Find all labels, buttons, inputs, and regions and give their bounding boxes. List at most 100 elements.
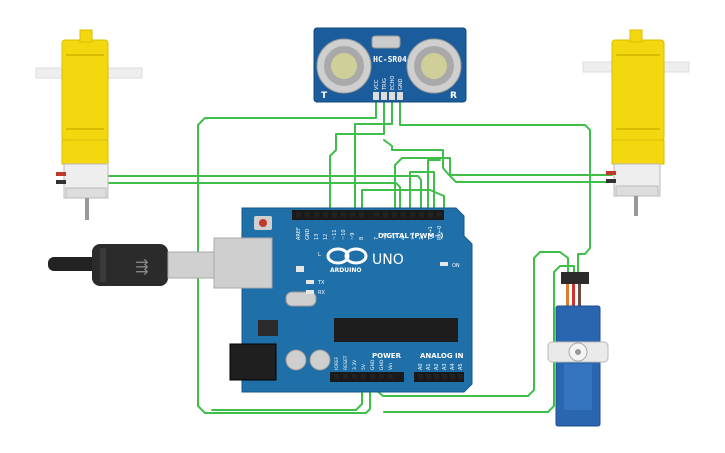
arduino-logo-right-loop: [344, 247, 368, 265]
usb-plug-grip: [100, 248, 106, 282]
power-pin-gnd-1[interactable]: [370, 374, 375, 379]
board-model-label: UNO: [372, 252, 404, 268]
power-pin-gnd-2[interactable]: [379, 374, 384, 379]
wire-sensor-gnd[interactable]: [399, 99, 591, 273]
analog-header-pins: [418, 374, 463, 379]
digital-label-0: RX←0: [437, 226, 443, 240]
power-pin-reset[interactable]: [343, 374, 348, 379]
ultrasonic-sensor[interactable]: HC-SR04 T R VCC TRIG ECHO GND: [313, 27, 467, 103]
sensor-crystal: [371, 35, 401, 49]
digital-pin-1[interactable]: [428, 212, 433, 217]
digital-label-1: TX→1: [428, 226, 434, 241]
analog-label-a1: A1: [426, 363, 432, 370]
power-label-ioref: IOREF: [334, 356, 340, 370]
power-label-3v3: 3.3V: [352, 359, 358, 370]
motor-right-rib-2: [616, 128, 660, 130]
sensor-left-mark: T: [321, 91, 328, 101]
digital-pin-0[interactable]: [437, 212, 442, 217]
motor-right-collar: [611, 139, 665, 165]
digital-label-aref: AREF: [296, 227, 302, 240]
wire-servo-signal[interactable]: [375, 251, 569, 397]
sensor-pin-echo[interactable]: [389, 92, 395, 100]
wire-motor-left-a[interactable]: [107, 175, 422, 215]
digital-label-4: 4: [401, 237, 407, 240]
analog-pin-a2[interactable]: [434, 374, 439, 379]
wire-motor-left-b[interactable]: [107, 182, 401, 215]
analog-pin-a4[interactable]: [450, 374, 455, 379]
sensor-right-mark: R: [450, 91, 457, 101]
wire-pin-2[interactable]: [361, 189, 445, 215]
sensor-pin-label-trig: TRIG: [382, 78, 388, 91]
analog-pin-a1[interactable]: [426, 374, 431, 379]
sensor-transducer-right-mesh: [421, 53, 447, 79]
power-label-gnd-1: GND: [370, 359, 376, 370]
wires: [107, 99, 613, 414]
servo-motor[interactable]: [547, 272, 609, 427]
motor-left-terminal-red: [56, 172, 66, 176]
motor-right-top-tab: [629, 29, 643, 43]
sensor-pin-trig[interactable]: [381, 92, 387, 100]
board-reset-button[interactable]: [259, 219, 267, 227]
sensor-pin-vcc[interactable]: [373, 92, 379, 100]
motor-left-shaft: [85, 198, 89, 220]
wire-servo-power[interactable]: [383, 265, 575, 413]
dc-motor-left[interactable]: [35, 29, 143, 220]
digital-pin-11[interactable]: [332, 212, 337, 217]
digital-pin-13[interactable]: [314, 212, 319, 217]
sensor-pin-label-echo: ECHO: [390, 76, 396, 90]
digital-pin-6[interactable]: [383, 212, 388, 217]
power-pin-5v[interactable]: [361, 374, 366, 379]
board-led-l-label: L: [318, 252, 321, 258]
power-pin-vin[interactable]: [388, 374, 393, 379]
digital-pin-8[interactable]: [359, 212, 364, 217]
digital-pin-2[interactable]: [419, 212, 424, 217]
sensor-model-label: HC-SR04: [373, 55, 407, 64]
digital-pin-3[interactable]: [410, 212, 415, 217]
digital-label-9: ~9: [350, 233, 356, 240]
wire-sensor-trig[interactable]: [329, 99, 385, 215]
arduino-uno-board[interactable]: L TX RX ON ARDUINO UNO: [213, 207, 473, 393]
wire-pin-3[interactable]: [427, 159, 441, 215]
servo-wire-orange: [566, 284, 569, 310]
analog-pin-a3[interactable]: [442, 374, 447, 379]
digital-pin-gnd[interactable]: [305, 212, 310, 217]
digital-pin-aref[interactable]: [296, 212, 301, 217]
sensor-transducer-left-mesh: [331, 53, 357, 79]
analog-label-a2: A2: [434, 363, 440, 370]
digital-pin-7[interactable]: [374, 212, 379, 217]
power-pin-3v3[interactable]: [352, 374, 357, 379]
wire-pin-5[interactable]: [409, 171, 435, 215]
power-header: [330, 372, 404, 382]
sensor-pin-label-gnd: GND: [398, 78, 404, 90]
wire-motor-right-b[interactable]: [394, 157, 613, 215]
power-header-pins: [334, 374, 393, 379]
digital-pin-12[interactable]: [323, 212, 328, 217]
digital-pin-10[interactable]: [341, 212, 346, 217]
digital-pin-9[interactable]: [350, 212, 355, 217]
servo-connector[interactable]: [561, 272, 589, 284]
servo-label-area: [564, 364, 592, 410]
digital-label-gnd: GND: [305, 228, 311, 240]
board-capacitor-2: [309, 349, 331, 371]
analog-label-a3: A3: [442, 363, 448, 370]
analog-pin-a0[interactable]: [418, 374, 423, 379]
power-label-gnd-2: GND: [379, 359, 385, 370]
usb-cable-wire: [48, 257, 98, 271]
board-crystal: [285, 291, 317, 307]
wire-sensor-vcc[interactable]: [197, 99, 377, 414]
motor-left-rib: [66, 54, 104, 56]
dc-motor-right[interactable]: [582, 29, 690, 216]
digital-label-7: 7: [374, 237, 380, 240]
digital-pin-5[interactable]: [392, 212, 397, 217]
usb-icon: ⇶: [135, 257, 148, 276]
sensor-pin-gnd[interactable]: [397, 92, 403, 100]
wire-sensor-echo[interactable]: [354, 99, 393, 215]
power-pin-ioref[interactable]: [334, 374, 339, 379]
motor-left-top-tab: [79, 29, 93, 43]
power-label-vin: Vin: [388, 363, 394, 370]
digital-pin-4[interactable]: [401, 212, 406, 217]
digital-header-label: DIGITAL (PWM~): [378, 232, 443, 240]
board-led-rx-body: [306, 290, 314, 294]
analog-pin-a5[interactable]: [458, 374, 463, 379]
digital-header: [292, 210, 444, 220]
